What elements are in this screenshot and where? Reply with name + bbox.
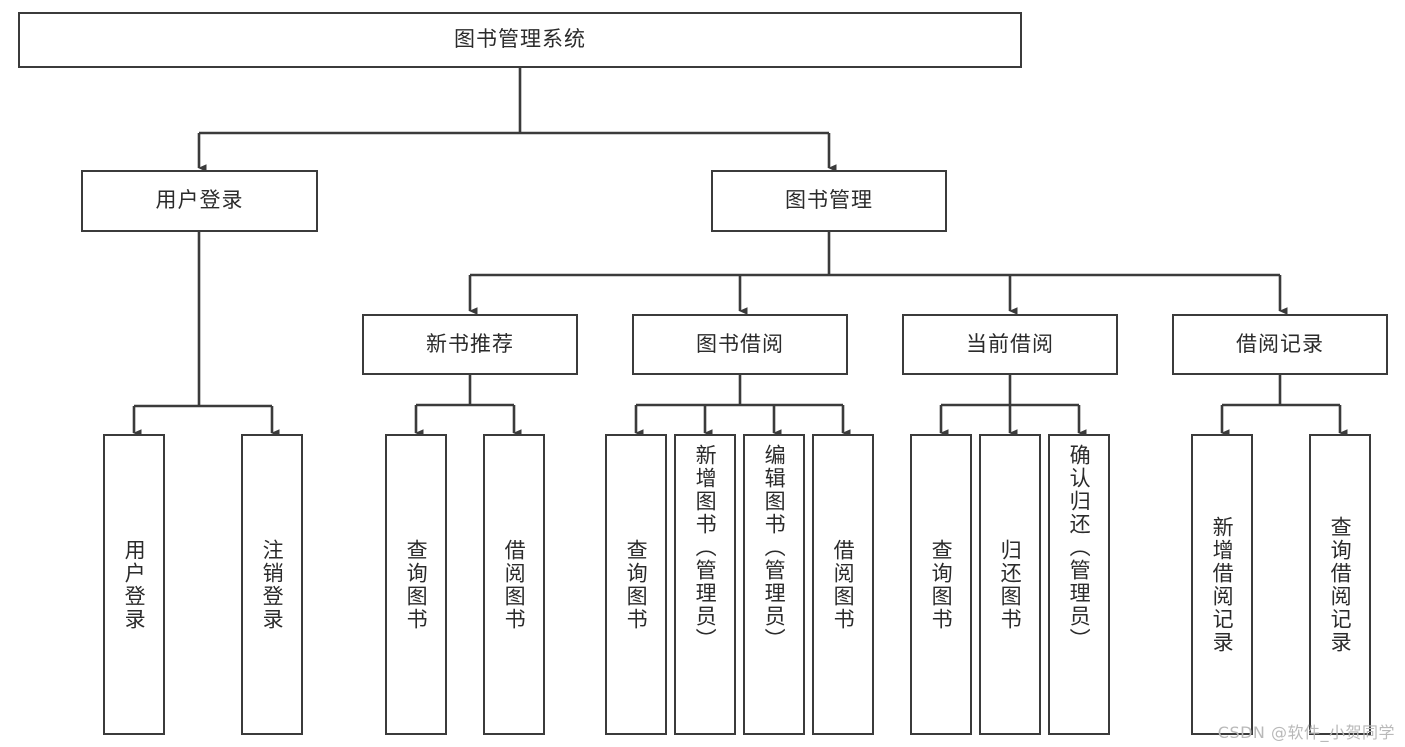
leaf-borrow-record-query-record-label: 查询借阅记录 [1328, 515, 1353, 654]
leaf-user-login-logout-label: 注销登录 [260, 538, 285, 631]
node-root-book-management-system[interactable]: 图书管理系统 [18, 12, 1022, 68]
node-user-login[interactable]: 用户登录 [81, 170, 318, 232]
leaf-user-login-login[interactable]: 用户登录 [103, 434, 165, 735]
node-book-borrow-label: 图书借阅 [696, 331, 784, 356]
leaf-borrow-record-add-record-label: 新增借阅记录 [1210, 515, 1235, 654]
node-user-login-label: 用户登录 [155, 188, 244, 213]
leaf-borrow-record-query-record[interactable]: 查询借阅记录 [1309, 434, 1371, 735]
leaf-current-borrow-query-book[interactable]: 查询图书 [910, 434, 972, 735]
leaf-book-borrow-add-book-admin[interactable]: 新增图书（管理员） [674, 434, 736, 735]
leaf-user-login-logout[interactable]: 注销登录 [241, 434, 303, 735]
leaf-current-borrow-confirm-return-admin-label: 确认归还（管理员） [1067, 444, 1092, 651]
node-book-management[interactable]: 图书管理 [711, 170, 947, 232]
leaf-current-borrow-confirm-return-admin[interactable]: 确认归还（管理员） [1048, 434, 1110, 735]
leaf-current-borrow-return-book-label: 归还图书 [998, 538, 1023, 631]
leaf-book-borrow-borrow-book-label: 借阅图书 [831, 538, 856, 631]
leaf-book-borrow-edit-book-admin-label: 编辑图书（管理员） [762, 444, 787, 651]
leaf-new-book-borrow-book-label: 借阅图书 [502, 538, 527, 631]
leaf-book-borrow-query-book[interactable]: 查询图书 [605, 434, 667, 735]
node-current-borrow[interactable]: 当前借阅 [902, 314, 1118, 375]
node-book-management-label: 图书管理 [785, 188, 873, 213]
watermark-text: CSDN @软件_小贺同学 [1217, 723, 1395, 742]
leaf-new-book-query-book-label: 查询图书 [404, 538, 429, 631]
node-borrow-record-label: 借阅记录 [1236, 331, 1324, 356]
leaf-new-book-borrow-book[interactable]: 借阅图书 [483, 434, 545, 735]
leaf-book-borrow-add-book-admin-label: 新增图书（管理员） [693, 444, 718, 651]
leaf-user-login-login-label: 用户登录 [122, 538, 147, 631]
leaf-book-borrow-borrow-book[interactable]: 借阅图书 [812, 434, 874, 735]
node-new-book-recommend[interactable]: 新书推荐 [362, 314, 578, 375]
leaf-new-book-query-book[interactable]: 查询图书 [385, 434, 447, 735]
node-current-borrow-label: 当前借阅 [966, 331, 1054, 356]
node-borrow-record[interactable]: 借阅记录 [1172, 314, 1388, 375]
leaf-book-borrow-query-book-label: 查询图书 [624, 538, 649, 631]
node-book-borrow[interactable]: 图书借阅 [632, 314, 848, 375]
node-root-label: 图书管理系统 [454, 27, 586, 52]
leaf-current-borrow-return-book[interactable]: 归还图书 [979, 434, 1041, 735]
node-new-book-recommend-label: 新书推荐 [426, 331, 514, 356]
leaf-current-borrow-query-book-label: 查询图书 [929, 538, 954, 631]
leaf-book-borrow-edit-book-admin[interactable]: 编辑图书（管理员） [743, 434, 805, 735]
leaf-borrow-record-add-record[interactable]: 新增借阅记录 [1191, 434, 1253, 735]
